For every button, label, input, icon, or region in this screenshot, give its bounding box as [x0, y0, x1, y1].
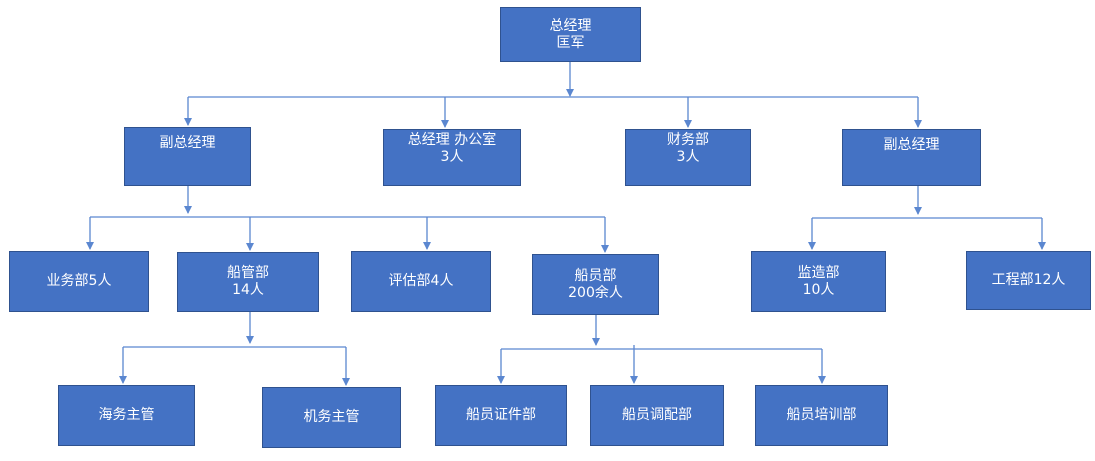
- node-vp-right-title: 副总经理: [883, 137, 940, 153]
- node-marine-supervisor: 海务主管: [58, 385, 195, 446]
- node-finance: 财务部 3人: [625, 129, 751, 186]
- node-ceo: 总经理 匡军: [500, 7, 641, 62]
- node-crew-certificate: 船员证件部: [435, 385, 567, 446]
- node-marine-supervisor-title: 海务主管: [98, 407, 155, 423]
- node-ceo-title: 总经理: [549, 17, 592, 34]
- node-engine-supervisor: 机务主管: [262, 387, 401, 448]
- node-supervision-title: 监造部: [797, 264, 840, 281]
- node-crew-dispatch-title: 船员调配部: [622, 407, 692, 423]
- node-supervision-count: 10人: [802, 281, 835, 298]
- node-crew-training-title: 船员培训部: [786, 407, 857, 423]
- node-gm-office-count: 3人: [440, 149, 464, 165]
- node-crew-training: 船员培训部: [755, 385, 888, 446]
- node-supervision: 监造部 10人: [751, 251, 886, 312]
- node-crew-dispatch: 船员调配部: [590, 385, 724, 446]
- node-vp-right: 副总经理: [842, 129, 981, 186]
- node-gm-office: 总经理 办公室 3人: [383, 129, 521, 186]
- node-business-title: 业务部5人: [46, 273, 112, 289]
- node-crew: 船员部 200余人: [532, 254, 659, 315]
- node-vp-left: 副总经理: [124, 127, 251, 186]
- node-vp-left-title: 副总经理: [159, 135, 216, 151]
- node-engineering: 工程部12人: [966, 251, 1091, 310]
- node-ship-mgmt-count: 14人: [232, 282, 264, 298]
- node-crew-title: 船员部: [574, 267, 617, 284]
- node-assessment-title: 评估部4人: [388, 273, 454, 289]
- node-finance-title: 财务部: [667, 132, 709, 148]
- node-crew-certificate-title: 船员证件部: [466, 407, 536, 423]
- node-engineering-title: 工程部12人: [991, 272, 1066, 288]
- node-business: 业务部5人: [9, 251, 149, 312]
- node-ceo-name: 匡军: [556, 34, 585, 51]
- node-ship-mgmt-title: 船管部: [227, 265, 269, 281]
- node-engine-supervisor-title: 机务主管: [303, 409, 360, 425]
- node-gm-office-title: 总经理 办公室: [407, 132, 497, 148]
- node-ship-mgmt: 船管部 14人: [177, 252, 319, 312]
- node-crew-count: 200余人: [568, 284, 623, 301]
- node-assessment: 评估部4人: [351, 251, 491, 312]
- node-finance-count: 3人: [676, 149, 700, 165]
